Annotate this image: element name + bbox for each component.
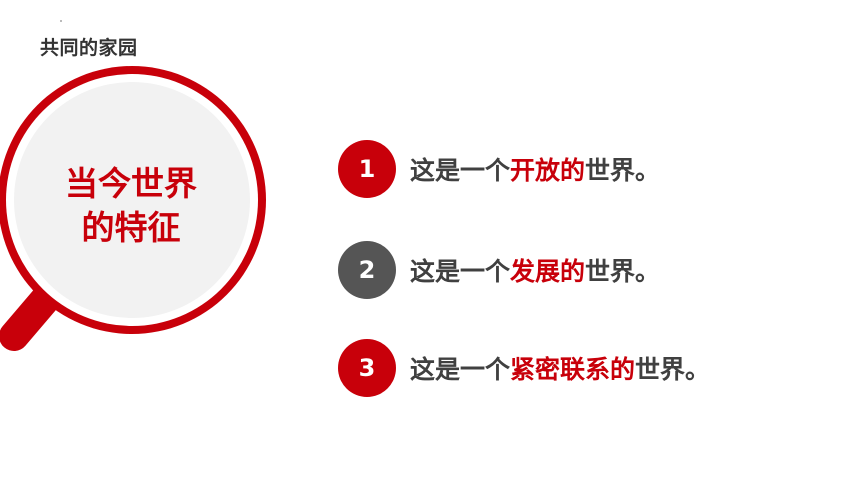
point-text-1: 这是一个开放的世界。	[410, 151, 660, 187]
point-prefix: 这是一个	[410, 257, 511, 286]
number-badge-1: 1	[338, 140, 396, 198]
point-highlight: 开放的	[510, 156, 586, 185]
point-text-3: 这是一个紧密联系的世界。	[410, 350, 710, 386]
page-title: 共同的家园	[40, 37, 138, 59]
point-prefix: 这是一个	[410, 355, 511, 384]
number-badge-3: 3	[338, 339, 396, 397]
point-item-3: 3 这是一个紧密联系的世界。	[338, 339, 710, 397]
decorative-dot	[60, 20, 62, 22]
point-suffix: 世界。	[585, 156, 661, 185]
magnifier-lens	[14, 82, 250, 318]
point-prefix: 这是一个	[410, 156, 511, 185]
point-item-1: 1 这是一个开放的世界。	[338, 140, 660, 198]
magnifier-title-line-1: 当今世界	[65, 164, 197, 203]
point-item-2: 2 这是一个发展的世界。	[338, 241, 660, 299]
point-highlight: 发展的	[510, 257, 586, 286]
magnifier-icon	[0, 66, 266, 351]
number-badge-2: 2	[338, 241, 396, 299]
magnifier-title: 当今世界 的特征	[36, 162, 226, 250]
magnifier-title-line-2: 的特征	[81, 208, 181, 247]
point-highlight: 紧密联系的	[510, 355, 636, 384]
point-suffix: 世界。	[585, 257, 661, 286]
point-suffix: 世界。	[635, 355, 711, 384]
point-text-2: 这是一个发展的世界。	[410, 252, 660, 288]
